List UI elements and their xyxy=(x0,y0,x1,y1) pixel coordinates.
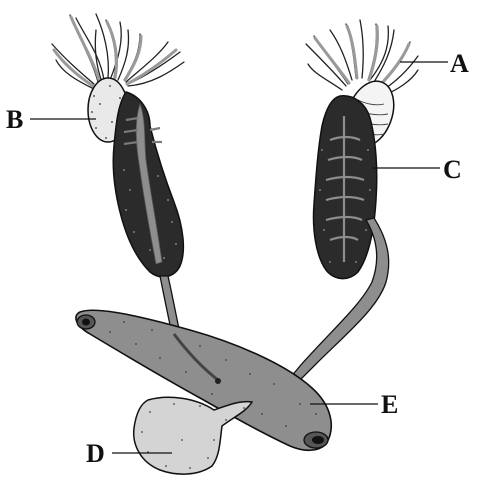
label-a: A xyxy=(450,49,469,78)
right-polyp xyxy=(278,20,418,394)
label-e: E xyxy=(381,390,398,419)
label-b: B xyxy=(6,105,23,134)
label-c: C xyxy=(443,155,462,184)
base-left-opening-core xyxy=(82,319,90,326)
label-d: D xyxy=(86,439,105,468)
structure-d-lobe xyxy=(134,397,252,474)
base-right-opening-core xyxy=(312,436,324,444)
left-tentacles-inner xyxy=(54,17,176,86)
left-polyp xyxy=(52,14,184,334)
right-polyp-body xyxy=(314,96,377,279)
canal-end xyxy=(215,378,221,384)
left-tentacles xyxy=(52,14,184,88)
